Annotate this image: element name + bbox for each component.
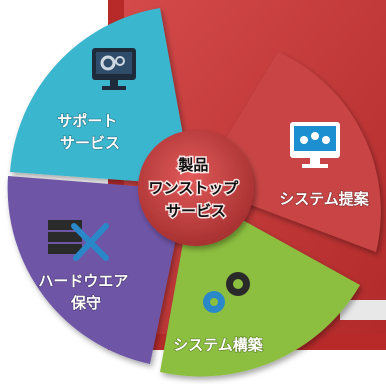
center-hub (138, 130, 254, 246)
center-label: 製品 ワンストップ サービス (149, 156, 244, 220)
gears-icon (203, 272, 250, 313)
proposal-label: システム提案 (279, 190, 370, 208)
support-label: サポート サービス (57, 112, 122, 152)
server-tools-icon (48, 220, 109, 261)
monitor-network-icon (290, 122, 340, 168)
monitor-gear-icon (92, 48, 136, 90)
segment-support (10, 8, 192, 185)
build-label: システム構築 (173, 336, 264, 354)
hardware-label: ハードウエア 保守 (38, 272, 133, 312)
